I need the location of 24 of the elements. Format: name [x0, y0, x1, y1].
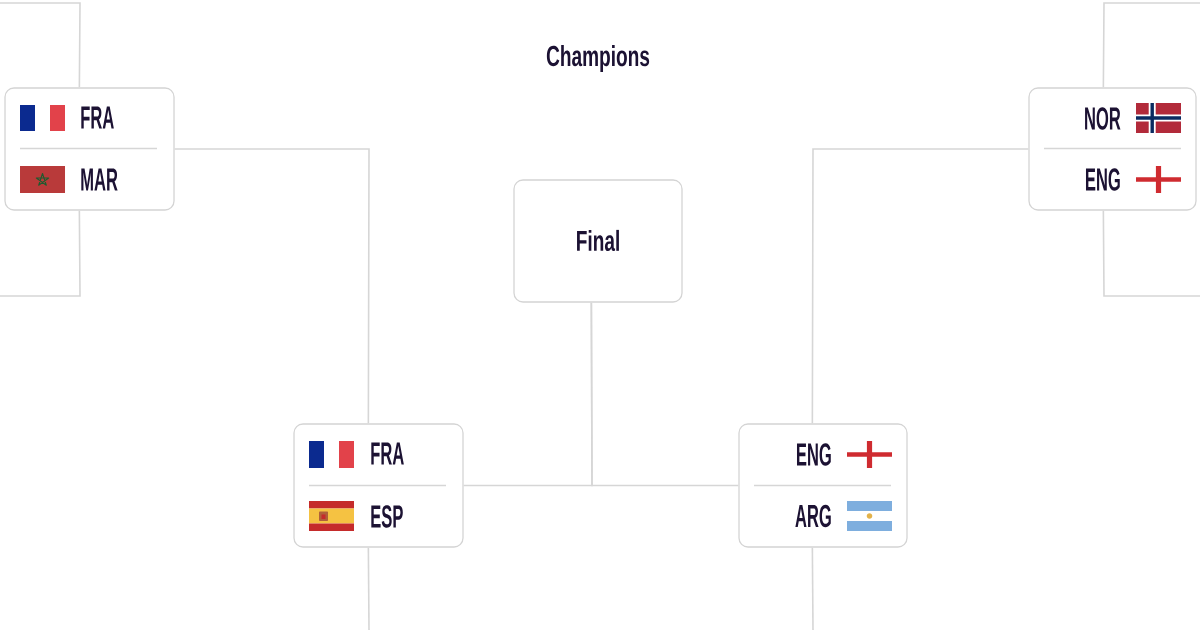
- match-box: [1028, 87, 1197, 211]
- bracket-line: [367, 546, 370, 630]
- match-box: [738, 423, 908, 548]
- bracket-line: [1102, 2, 1200, 89]
- match-box: [4, 87, 175, 211]
- round-label: Final: [577, 229, 619, 252]
- title: Champions: [546, 45, 650, 72]
- bracket-line: [173, 148, 370, 425]
- team-code: ARG: [795, 504, 831, 528]
- bracket-line: [590, 301, 740, 487]
- bracket-line: [0, 209, 81, 297]
- bracket-line: [811, 546, 814, 630]
- bracket-line: [811, 148, 1030, 425]
- team-code: ENG: [1086, 168, 1120, 191]
- team-code: FRA: [81, 106, 114, 129]
- team-code: MAR: [81, 168, 118, 191]
- match-box: [293, 423, 464, 548]
- match-box: [513, 179, 683, 303]
- team-code: ENG: [797, 443, 831, 466]
- bracket-line: [0, 2, 81, 89]
- team-code: ESP: [371, 505, 403, 528]
- bracket-line: [1102, 209, 1200, 297]
- team-code: NOR: [1085, 107, 1121, 130]
- team-code: FRA: [371, 442, 404, 465]
